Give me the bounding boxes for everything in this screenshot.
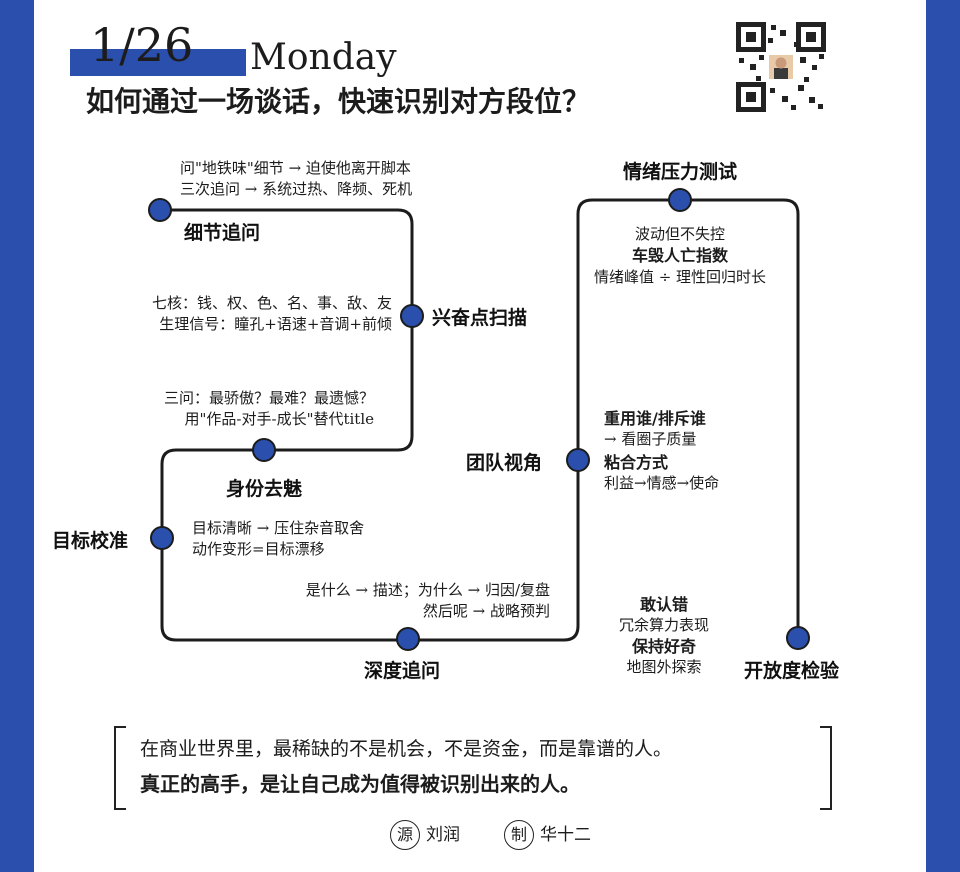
open-note-4: 地图外探索 xyxy=(626,658,702,676)
emotion-note-3: 情绪峰值 ÷ 理性回归时长 xyxy=(593,268,767,286)
node-dot-detail xyxy=(148,198,172,222)
node-label-emotion: 情绪压力测试 xyxy=(622,161,737,183)
date: 1/26 xyxy=(90,18,194,72)
open-note-2: 冗余算力表现 xyxy=(618,616,709,634)
node-dot-emotion xyxy=(668,188,692,212)
date-bar xyxy=(70,49,246,76)
team-note-3: 粘合方式 xyxy=(604,453,669,472)
source-mark-text: 源 xyxy=(396,825,413,844)
emotion-note-1: 波动但不失控 xyxy=(634,225,725,243)
quote-line-1: 在商业世界里，最稀缺的不是机会，不是资金，而是靠谱的人。 xyxy=(140,738,673,760)
open-note-3: 保持好奇 xyxy=(631,637,696,656)
node-label-goal: 目标校准 xyxy=(52,530,129,552)
quote-bracket-right xyxy=(820,726,832,810)
page-title: 如何通过一场谈话，快速识别对方段位？ xyxy=(86,85,591,118)
emotion-note-2: 车毁人亡指数 xyxy=(631,246,728,265)
node-dot-open xyxy=(786,626,810,650)
identity-note-2: 用"作品-对手-成长"替代title xyxy=(184,410,374,428)
node-dot-team xyxy=(566,448,590,472)
node-dot-identity xyxy=(252,438,276,462)
excite-note-1: 七核：钱、权、色、名、事、敌、友 xyxy=(151,294,392,312)
excite-note-2: 生理信号：瞳孔+语速+音调+前倾 xyxy=(159,315,392,333)
quote-line-2: 真正的高手，是让自己成为值得被识别出来的人。 xyxy=(140,772,580,796)
identity-note-1: 三问：最骄傲？最难？最遗憾？ xyxy=(163,389,374,407)
goal-note-2: 动作变形=目标漂移 xyxy=(192,540,325,558)
team-note-1: 重用谁/排斥谁 xyxy=(604,409,706,428)
node-label-excite: 兴奋点扫描 xyxy=(432,307,528,329)
node-dot-excite xyxy=(400,304,424,328)
quote-bracket-left xyxy=(114,726,126,810)
maker-mark: 制 xyxy=(504,820,534,850)
node-label-depth: 深度追问 xyxy=(364,660,441,682)
source-mark: 源 xyxy=(390,820,420,850)
open-note-1: 敢认错 xyxy=(639,595,688,614)
depth-note-1: 是什么 → 描述；为什么 → 归因/复盘 xyxy=(305,581,550,599)
source-name: 刘润 xyxy=(426,825,460,845)
node-label-team: 团队视角 xyxy=(466,452,543,474)
maker-mark-text: 制 xyxy=(510,825,527,844)
route-diagram xyxy=(148,188,810,651)
depth-note-2: 然后呢 → 战略预判 xyxy=(422,602,550,620)
detail-note-1: 问"地铁味"细节 → 迫使他离开脚本 xyxy=(180,159,411,177)
detail-note-2: 三次追问 → 系统过热、降频、死机 xyxy=(180,180,413,198)
maker-name: 华十二 xyxy=(540,825,591,845)
weekday: Monday xyxy=(250,37,397,78)
node-label-identity: 身份去魅 xyxy=(226,478,303,500)
poster: 1/26 Monday 如何通过一场谈话，快速识别对方段位？ xyxy=(34,0,926,872)
qr-code-icon xyxy=(736,22,826,112)
node-dot-depth xyxy=(396,627,420,651)
team-note-4: 利益→情感→使命 xyxy=(604,474,720,492)
node-dot-goal xyxy=(150,526,174,550)
team-note-2: → 看圈子质量 xyxy=(604,430,697,448)
goal-note-1: 目标清晰 → 压住杂音取舍 xyxy=(192,519,365,537)
route-line xyxy=(160,198,800,642)
node-label-detail: 细节追问 xyxy=(184,222,261,244)
node-label-open: 开放度检验 xyxy=(744,660,840,682)
